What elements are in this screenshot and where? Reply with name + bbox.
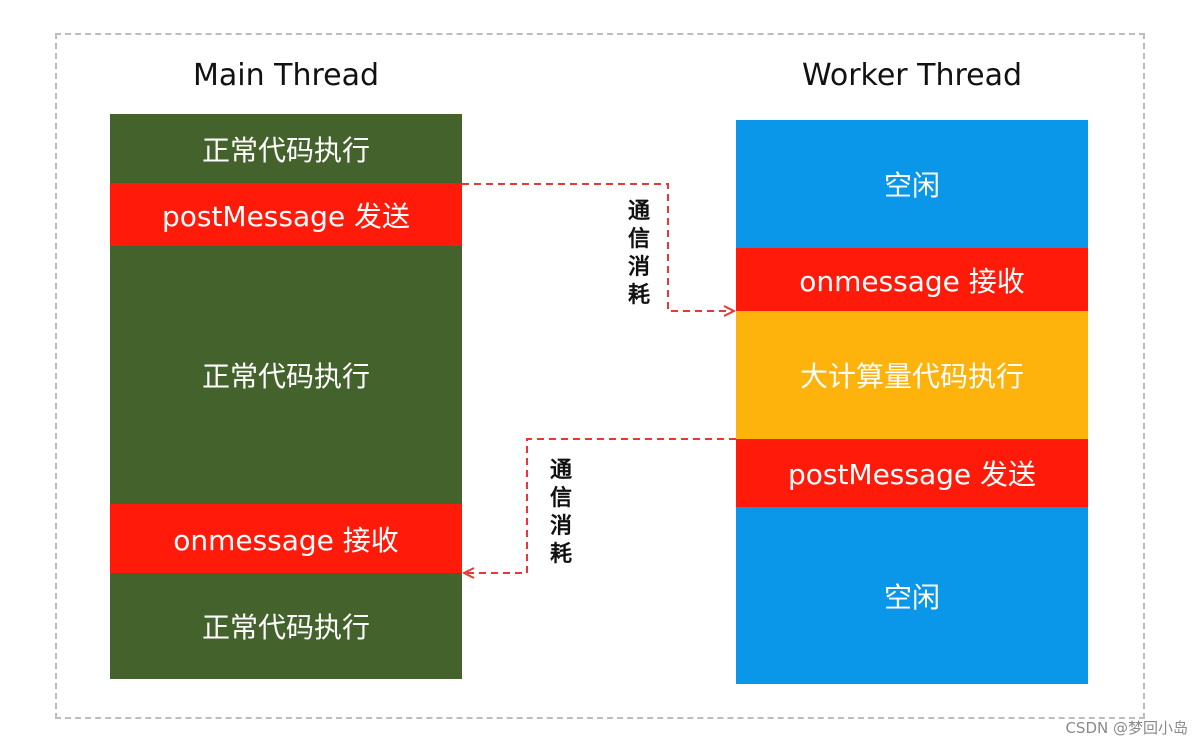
connector-main-to-worker xyxy=(462,183,734,311)
diagram-frame xyxy=(55,33,1145,719)
main-thread-title: Main Thread xyxy=(192,58,380,93)
label-comm-cost-to-worker: 通 信 消 耗 xyxy=(627,199,650,308)
main-block-post-message: postMessage 发送 xyxy=(110,183,462,246)
worker-block-idle-1: 空闲 xyxy=(736,120,1088,248)
worker-thread-title: Worker Thread xyxy=(801,58,1023,93)
worker-block-onmessage: onmessage 接收 xyxy=(736,248,1088,311)
main-block-onmessage: onmessage 接收 xyxy=(110,504,462,573)
watermark: CSDN @梦回小岛 xyxy=(1065,719,1188,737)
main-block-normal-1: 正常代码执行 xyxy=(110,114,462,183)
worker-block-heavy-compute: 大计算量代码执行 xyxy=(736,311,1088,439)
main-block-normal-3: 正常代码执行 xyxy=(110,573,462,679)
worker-block-post-message: postMessage 发送 xyxy=(736,439,1088,507)
label-comm-cost-to-main: 通 信 消 耗 xyxy=(549,458,572,567)
connector-worker-to-main xyxy=(464,438,736,573)
main-block-normal-2: 正常代码执行 xyxy=(110,246,462,504)
worker-block-idle-2: 空闲 xyxy=(736,507,1088,684)
